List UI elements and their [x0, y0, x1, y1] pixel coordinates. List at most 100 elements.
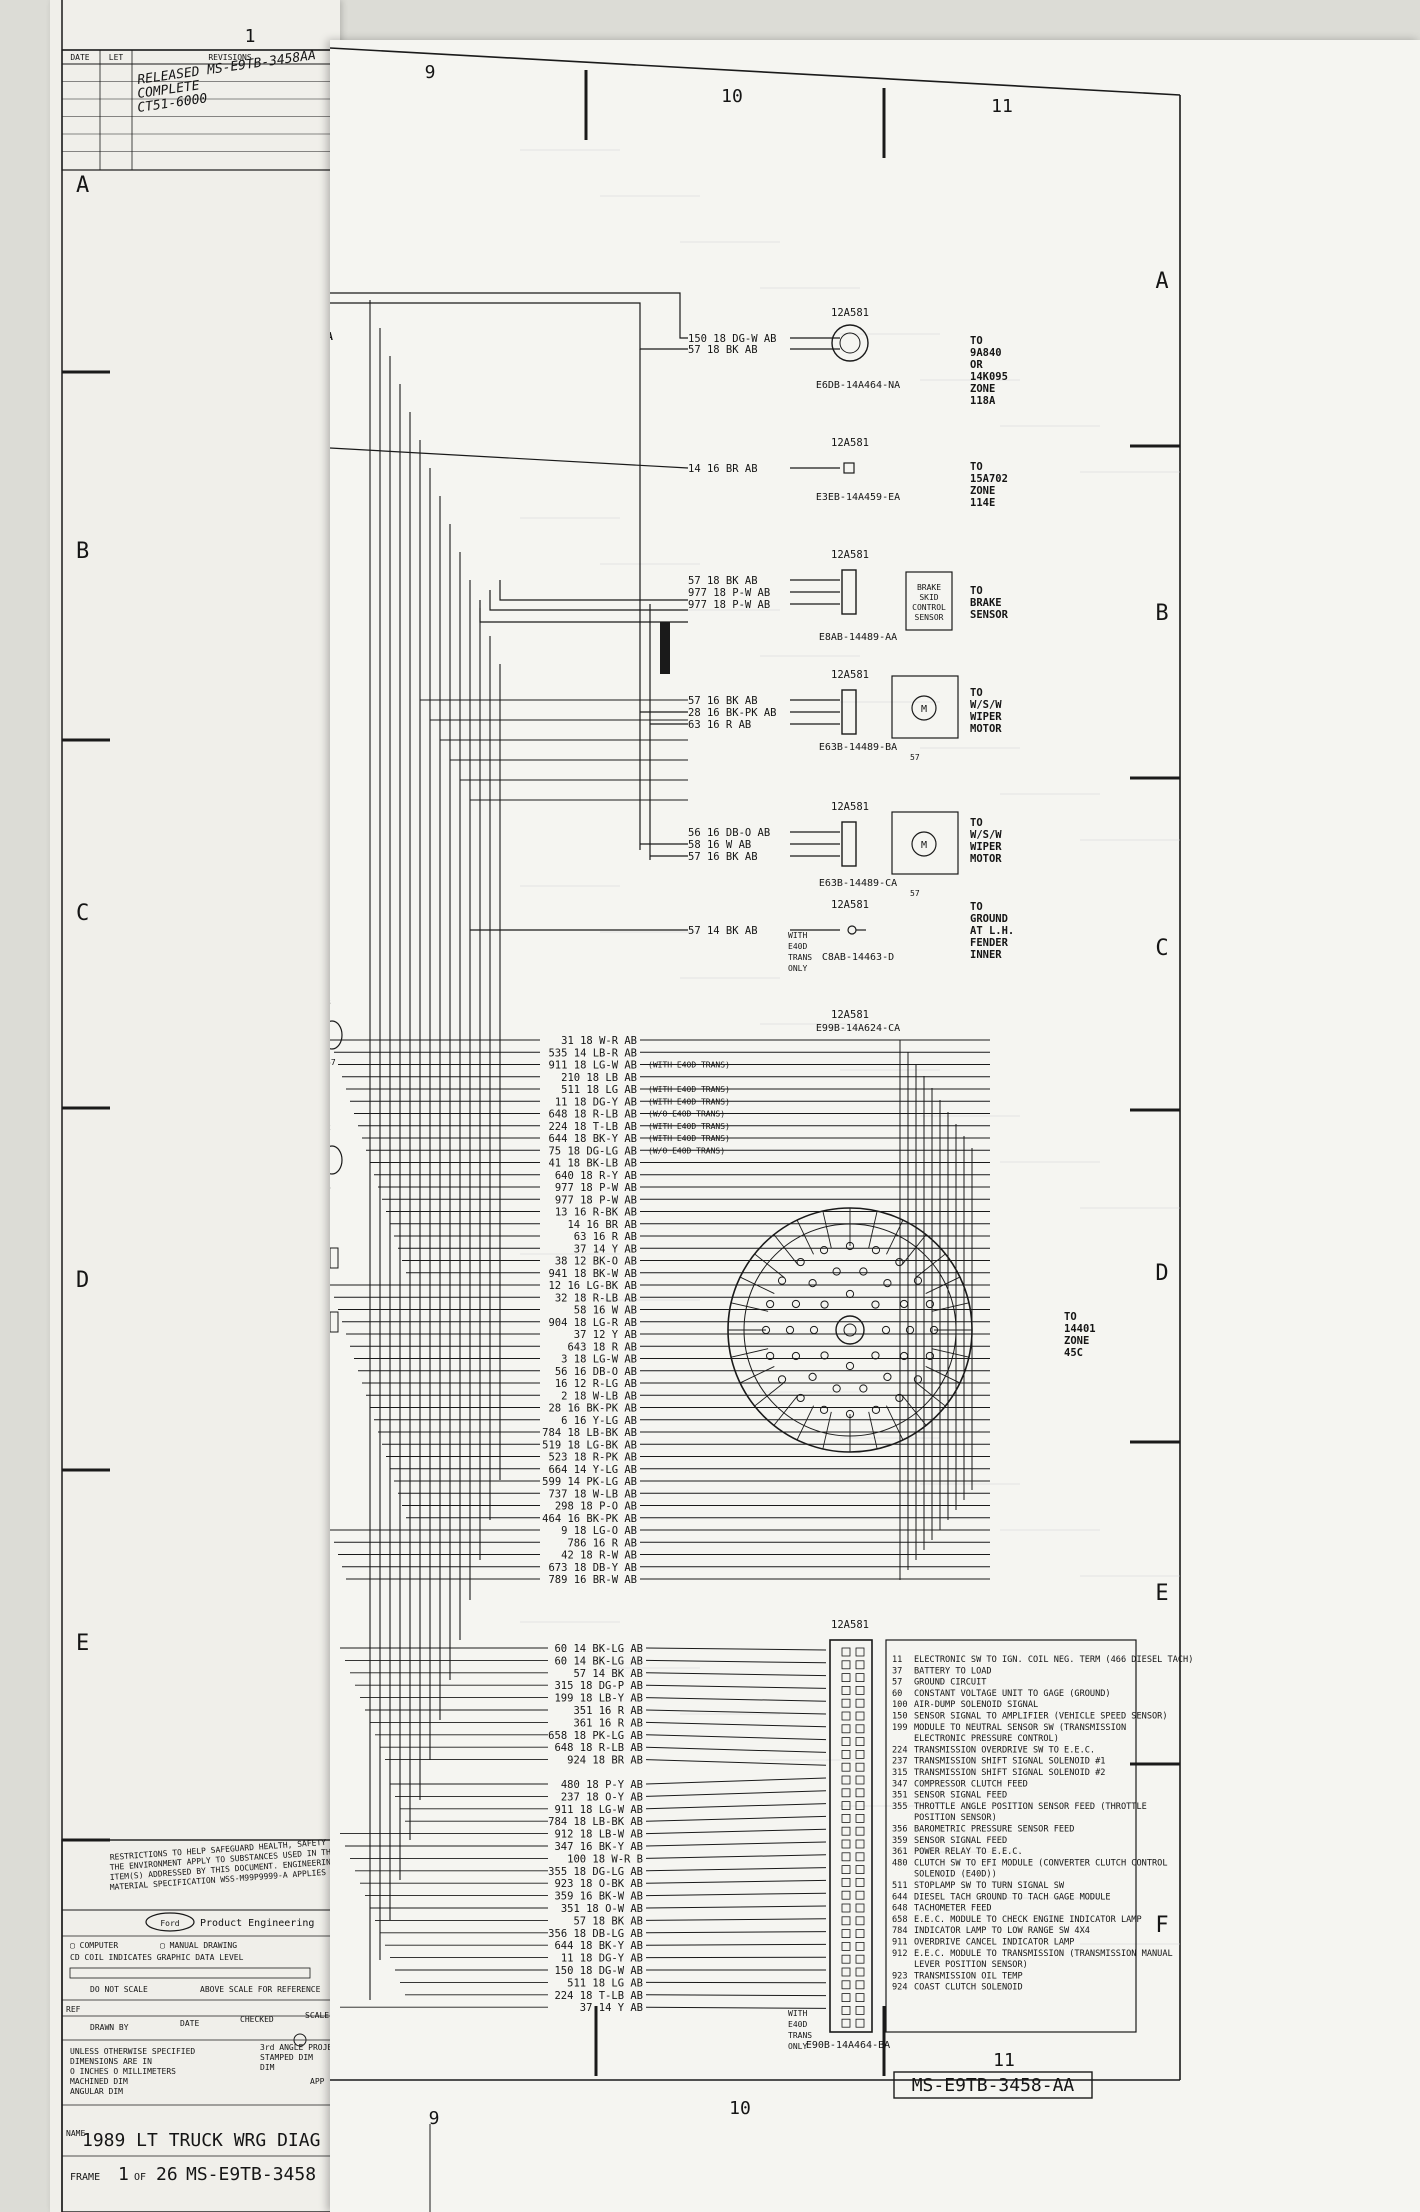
wire-label: 224 18 T-LB AB — [554, 1990, 643, 2002]
wire-label: 977 18 P-W AB — [555, 1194, 637, 1206]
splice-block — [660, 622, 670, 674]
ecu-pin — [841, 1929, 851, 1938]
bulkhead-pin — [899, 1299, 909, 1309]
projection-symbol — [293, 2033, 307, 2047]
harness-label: 12A581 — [831, 437, 869, 449]
zone-letter-E: E — [76, 1631, 89, 1656]
wire-label: 347 16 BK-Y AB — [554, 1841, 643, 1853]
wire-label: 298 18 P-O AB — [555, 1501, 637, 1513]
wire-label: 941 18 BK-W AB — [548, 1268, 637, 1280]
wire-label: 237 18 O-Y AB — [561, 1791, 643, 1803]
bulkhead-pin — [845, 1361, 855, 1371]
wire-label: 11 18 DG-Y AB — [555, 1096, 637, 1108]
legend-code: 347 — [892, 1779, 908, 1789]
bulkhead-spoke — [822, 1210, 832, 1249]
connector-destination: W/S/W — [970, 699, 1002, 711]
wiper-motor-device — [891, 675, 959, 739]
ecu-pin — [855, 1878, 865, 1887]
ecu-wire — [645, 1828, 827, 1835]
bulkhead-pin — [791, 1299, 801, 1309]
bulkhead-spoke — [915, 1382, 946, 1407]
ecu-pin — [855, 1865, 865, 1874]
ecu-pin — [841, 1852, 851, 1862]
wire-label: 150 18 DG-W AB — [554, 1965, 643, 1977]
wire-label: 644 18 BK-Y AB — [554, 1940, 643, 1952]
ecu-wire — [645, 1931, 827, 1934]
ecu-note: E40D — [788, 2020, 807, 2029]
wire-label: 56 16 DB-O AB — [688, 827, 770, 839]
ecu-pin — [841, 1967, 851, 1977]
legend-description: E.E.C. MODULE TO TRANSMISSION (TRANSMISS… — [914, 1949, 1173, 1959]
bulkhead-destination: 45C — [1064, 1347, 1083, 1359]
device-label: SENSOR — [915, 613, 944, 622]
legend-code: 57 — [892, 1678, 902, 1688]
bulkhead-spoke — [931, 1302, 970, 1312]
ecu-connector-body — [829, 1639, 873, 2033]
legend-description: AIR-DUMP SOLENOID SIGNAL — [914, 1700, 1038, 1710]
connector-destination: WIPER — [970, 841, 1002, 853]
bulkhead-spoke — [925, 1366, 961, 1384]
wire-trunk — [330, 447, 689, 469]
wire-label: 924 18 BR AB — [567, 1755, 643, 1767]
bulkhead-spoke — [773, 1395, 798, 1426]
ecu-wire — [645, 1721, 827, 1728]
bulkhead-pin — [819, 1405, 829, 1414]
ecu-pin — [841, 1775, 851, 1785]
ecu-pin — [841, 2006, 851, 2015]
ecu-pin — [855, 1660, 865, 1670]
wire-label: 58 16 W AB — [574, 1305, 637, 1317]
bulkhead-pin — [796, 1393, 805, 1403]
wire-label: 57 14 BK AB — [573, 1668, 643, 1680]
ford-logo — [145, 1912, 195, 1932]
bulkhead-destination: ZONE — [1064, 1335, 1089, 1347]
connector-destination: SENSOR — [970, 609, 1009, 621]
left-destination-label: ZONE 122A — [330, 331, 334, 343]
connector-destination: TO — [970, 687, 983, 699]
bulkhead-pin — [871, 1300, 880, 1309]
revision-ltr-header: LET — [109, 53, 124, 62]
legend-code: 315 — [892, 1768, 908, 1778]
bulkhead-spoke — [868, 1411, 878, 1450]
legend-code: 361 — [892, 1847, 908, 1857]
legend-code: 511 — [892, 1881, 908, 1891]
ecu-pin — [855, 1724, 865, 1734]
column-number-bottom: 9 — [429, 2108, 440, 2129]
wire-label: 911 18 LG-W AB — [548, 1060, 637, 1072]
frame-total: 26 — [156, 2164, 178, 2185]
ecu-pin — [841, 1980, 851, 1990]
bulkhead-spoke — [754, 1382, 785, 1407]
zone-letter-A: A — [76, 173, 89, 198]
wire-label: 789 16 BR-W AB — [548, 1574, 637, 1586]
ecu-pin — [841, 1865, 851, 1874]
frame-number: 1 — [118, 2164, 129, 2185]
ecu-pin — [841, 1724, 851, 1734]
ecu-pin — [841, 1698, 851, 1708]
bulkhead-spoke — [902, 1395, 927, 1426]
ecu-pin — [855, 1788, 865, 1798]
part-number: C8AB-14463-D — [822, 952, 894, 963]
connector-destination: WIPER — [970, 711, 1002, 723]
computer-checkbox: ▢ COMPUTER — [70, 1941, 118, 1950]
ecu-wire — [645, 1905, 827, 1909]
bulkhead-pin — [791, 1351, 801, 1361]
wire-label: 673 18 DB-Y AB — [548, 1562, 637, 1574]
bulkhead-pin — [809, 1325, 819, 1335]
harness-label: 12A581 — [831, 1619, 869, 1631]
bulkhead-destination: TO — [1064, 1311, 1077, 1323]
legend-description: GROUND CIRCUIT — [914, 1678, 986, 1688]
wire-label: 3 18 LG-W AB — [561, 1354, 637, 1366]
lamp-pin-label: 3 — [330, 998, 331, 1007]
motor-glyph: M — [921, 840, 927, 851]
wire-label: 977 18 P-W AB — [688, 599, 770, 611]
legend-description: LEVER POSITION SENSOR) — [914, 1960, 1028, 1970]
revision-header: REVISIONS — [208, 53, 252, 62]
wire-label: 12 16 LG-BK AB — [548, 1280, 637, 1292]
unless-text: O INCHES O MILLIMETERS — [70, 2067, 176, 2076]
legend-description: ELECTRONIC SW TO IGN. COIL NEG. TERM (46… — [914, 1655, 1193, 1665]
revision-date-header: DATE — [70, 53, 89, 62]
legend-description: COAST CLUTCH SOLENOID — [914, 1983, 1023, 1993]
manual-checkbox: ▢ MANUAL DRAWING — [160, 1941, 237, 1950]
wiper-motor-device — [891, 811, 959, 875]
